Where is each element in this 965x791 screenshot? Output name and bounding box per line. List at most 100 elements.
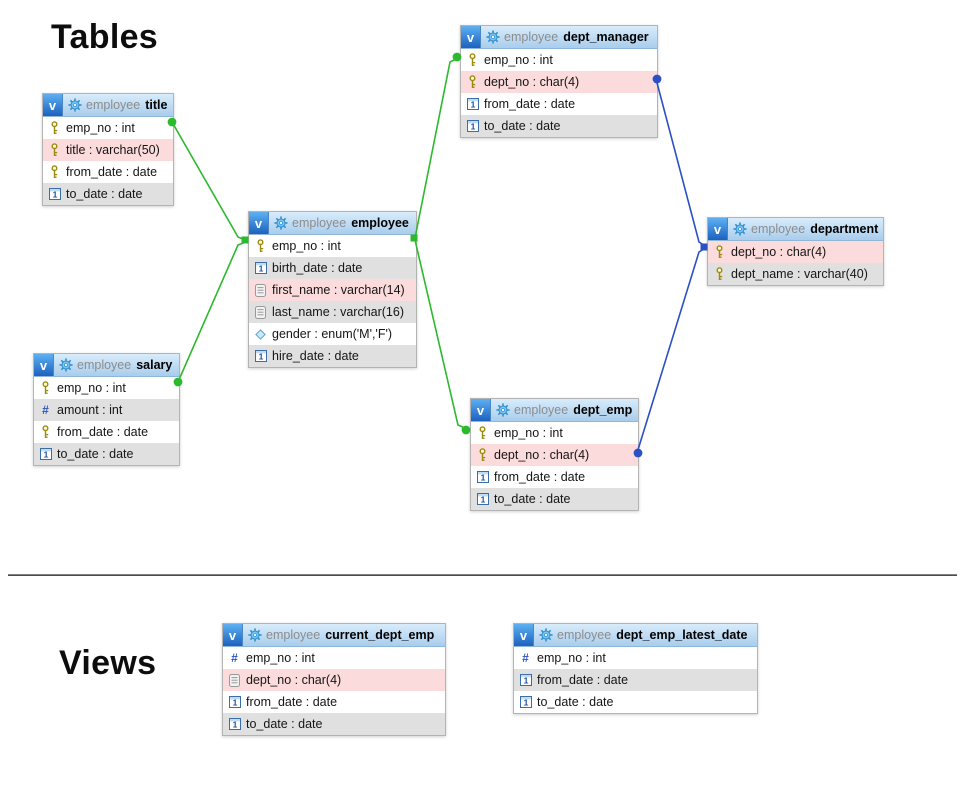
primary-key-icon	[47, 121, 62, 135]
primary-key-icon	[475, 426, 490, 440]
date-icon: 1	[518, 696, 533, 708]
primary-key-icon	[47, 143, 62, 157]
table-name: salary	[136, 358, 173, 372]
gear-icon[interactable]	[486, 30, 500, 44]
column-row-employee[interactable]: gender : enum('M','F')	[249, 323, 416, 345]
column-row-dept_emp_latest_date[interactable]: #emp_no : int	[514, 647, 757, 669]
view-badge-icon[interactable]: v	[34, 354, 54, 376]
column-row-dept_manager[interactable]: dept_no : char(4)	[461, 71, 657, 93]
gear-icon[interactable]	[733, 222, 747, 236]
column-label: last_name : varchar(16)	[272, 305, 405, 319]
gear-icon[interactable]	[68, 98, 82, 112]
schema-name: employee	[292, 216, 347, 230]
column-label: emp_no : int	[57, 381, 126, 395]
column-row-current_dept_emp[interactable]: #emp_no : int	[223, 647, 445, 669]
column-row-title[interactable]: from_date : date	[43, 161, 173, 183]
gear-icon[interactable]	[248, 628, 262, 642]
primary-key-icon	[38, 425, 53, 439]
table-name: department	[810, 222, 879, 236]
view-badge-icon[interactable]: v	[43, 94, 63, 116]
gear-icon[interactable]	[496, 403, 510, 417]
table-name: dept_emp	[573, 403, 633, 417]
column-row-employee[interactable]: emp_no : int	[249, 235, 416, 257]
table-name: title	[145, 98, 168, 112]
table-header[interactable]: v employee current_dept_emp	[223, 624, 445, 647]
column-label: emp_no : int	[484, 53, 553, 67]
column-row-dept_manager[interactable]: 1 to_date : date	[461, 115, 657, 137]
svg-text:1: 1	[258, 264, 263, 274]
relationship-line-employee-dept_emp	[414, 239, 471, 431]
column-row-salary[interactable]: emp_no : int	[34, 377, 179, 399]
column-label: from_date : date	[57, 425, 149, 439]
column-row-salary[interactable]: #amount : int	[34, 399, 179, 421]
column-row-dept_emp[interactable]: dept_no : char(4)	[471, 444, 638, 466]
column-row-employee[interactable]: last_name : varchar(16)	[249, 301, 416, 323]
column-label: from_date : date	[246, 695, 338, 709]
column-row-title[interactable]: title : varchar(50)	[43, 139, 173, 161]
view-badge-icon[interactable]: v	[514, 624, 534, 646]
view-badge-icon[interactable]: v	[461, 26, 481, 48]
column-row-employee[interactable]: first_name : varchar(14)	[249, 279, 416, 301]
numeric-type-icon: #	[522, 651, 529, 665]
enum-type-icon	[253, 328, 268, 340]
column-label: to_date : date	[484, 119, 561, 133]
column-row-current_dept_emp[interactable]: dept_no : char(4)	[223, 669, 445, 691]
date-icon: 1	[518, 674, 533, 686]
column-label: to_date : date	[57, 447, 134, 461]
column-row-dept_manager[interactable]: emp_no : int	[461, 49, 657, 71]
gear-icon[interactable]	[274, 216, 288, 230]
column-row-title[interactable]: emp_no : int	[43, 117, 173, 139]
column-row-salary[interactable]: from_date : date	[34, 421, 179, 443]
tables-section-heading: Tables	[51, 18, 158, 56]
text-type-icon	[253, 283, 268, 297]
view-badge-icon[interactable]: v	[708, 218, 728, 240]
view-badge-icon[interactable]: v	[249, 212, 269, 234]
date-icon: 1	[465, 120, 480, 132]
column-label: amount : int	[57, 403, 123, 417]
table-name: current_dept_emp	[325, 628, 435, 642]
svg-text:1: 1	[470, 122, 475, 132]
svg-text:1: 1	[480, 495, 485, 505]
relationship-line-employee-dept_manager	[414, 56, 461, 239]
column-row-department[interactable]: dept_name : varchar(40)	[708, 263, 883, 285]
column-row-department[interactable]: dept_no : char(4)	[708, 241, 883, 263]
schema-name: employee	[266, 628, 321, 642]
column-row-dept_emp[interactable]: emp_no : int	[471, 422, 638, 444]
column-label: emp_no : int	[494, 426, 563, 440]
gear-icon[interactable]	[539, 628, 553, 642]
primary-key-icon	[465, 53, 480, 67]
primary-key-icon	[47, 165, 62, 179]
gear-icon[interactable]	[59, 358, 73, 372]
schema-name: employee	[557, 628, 612, 642]
view-badge-icon[interactable]: v	[471, 399, 491, 421]
view-badge-icon[interactable]: v	[223, 624, 243, 646]
column-label: title : varchar(50)	[66, 143, 160, 157]
svg-text:1: 1	[470, 100, 475, 110]
